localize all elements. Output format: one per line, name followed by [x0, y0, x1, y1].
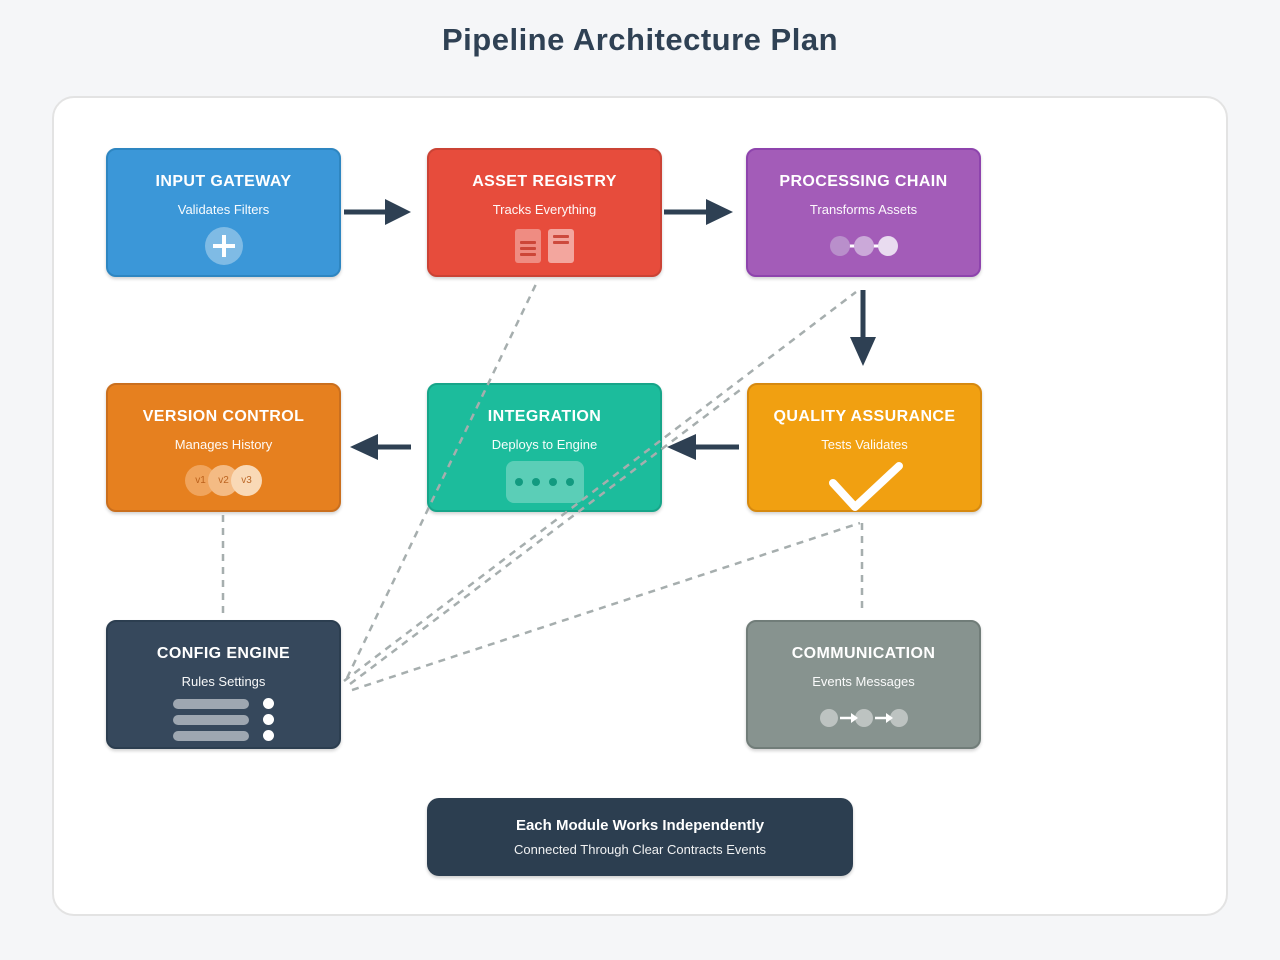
version-circles-icon: v1 v2 v3	[185, 465, 262, 496]
plus-icon	[204, 226, 243, 265]
module-subtitle: Transforms Assets	[809, 202, 918, 217]
module-title: PROCESSING CHAIN	[779, 173, 948, 190]
module-integration: INTEGRATION Deploys to Engine	[427, 383, 662, 512]
module-processing-chain: PROCESSING CHAIN Transforms Assets	[746, 148, 981, 277]
footer-note: Each Module Works Independently Connecte…	[427, 798, 853, 876]
module-input-gateway: INPUT GATEWAY Validates Filters	[106, 148, 341, 277]
deploy-dots-icon	[505, 461, 584, 503]
module-communication: COMMUNICATION Events Messages	[746, 620, 981, 749]
module-subtitle: Rules Settings	[181, 674, 266, 689]
checkmark-icon	[828, 462, 903, 511]
module-config-engine: CONFIG ENGINE Rules Settings	[106, 620, 341, 749]
module-version-control: VERSION CONTROL Manages History v1 v2 v3	[106, 383, 341, 512]
module-title: INPUT GATEWAY	[155, 173, 292, 190]
message-flow-icon	[819, 708, 908, 727]
module-subtitle: Validates Filters	[177, 202, 270, 217]
module-subtitle: Deploys to Engine	[491, 437, 598, 452]
version-badge: v3	[231, 465, 262, 496]
module-title: INTEGRATION	[487, 408, 602, 425]
module-title: ASSET REGISTRY	[472, 173, 617, 190]
module-title: CONFIG ENGINE	[156, 645, 291, 662]
module-subtitle: Tests Validates	[821, 437, 908, 452]
module-subtitle: Tracks Everything	[492, 202, 597, 217]
footer-note-subtitle: Connected Through Clear Contracts Events	[514, 842, 766, 857]
module-quality-assurance: QUALITY ASSURANCE Tests Validates	[747, 383, 982, 512]
settings-list-icon	[173, 698, 274, 741]
documents-icon	[515, 228, 574, 263]
page-title: Pipeline Architecture Plan	[441, 22, 839, 57]
footer-note-title: Each Module Works Independently	[515, 817, 765, 834]
module-title: VERSION CONTROL	[142, 408, 305, 425]
module-asset-registry: ASSET REGISTRY Tracks Everything	[427, 148, 662, 277]
module-subtitle: Manages History	[174, 437, 273, 452]
module-subtitle: Events Messages	[812, 674, 915, 689]
chain-nodes-icon	[829, 235, 898, 256]
module-title: COMMUNICATION	[791, 645, 936, 662]
module-title: QUALITY ASSURANCE	[773, 408, 956, 425]
